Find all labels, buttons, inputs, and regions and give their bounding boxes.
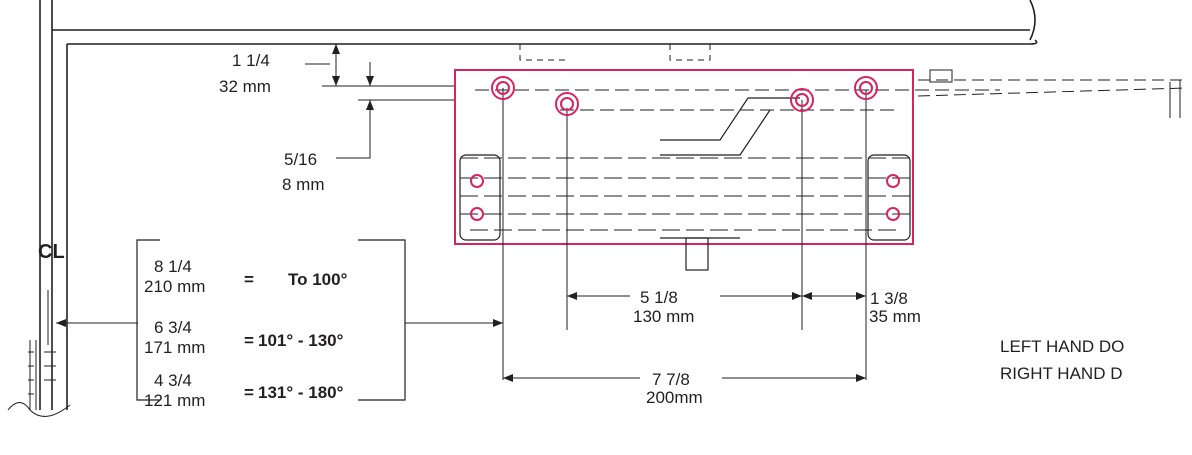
closer-outline	[454, 69, 914, 245]
hole-marker	[496, 81, 510, 95]
hole-marker	[470, 174, 484, 188]
header-edge	[67, 39, 1038, 45]
table-row-2-in: 6 3/4	[154, 318, 192, 337]
arm-fitting	[1169, 80, 1181, 118]
hole-marker	[491, 76, 515, 100]
hinge-marks	[28, 340, 56, 410]
table-row-1-mm: 210 mm	[144, 277, 205, 296]
table-bracket-right	[358, 239, 406, 401]
arm-fitting	[929, 69, 953, 83]
note-right-hand: RIGHT HAND D	[1000, 364, 1122, 383]
hole-marker	[854, 76, 878, 100]
break-line	[7, 402, 71, 417]
hole-marker	[886, 207, 900, 221]
dim-bottom-mm: 200mm	[646, 388, 703, 407]
arm-hidden	[917, 79, 1186, 97]
table-row-1-in: 8 1/4	[154, 257, 192, 276]
table-row-3-angle: 131° - 180°	[258, 383, 344, 402]
dim-top-in: 1 1/4	[232, 51, 270, 70]
table-row-2-angle: 101° - 130°	[258, 331, 344, 350]
hole-marker	[470, 207, 484, 221]
arm-outline	[660, 97, 800, 156]
dim-mid-mm: 130 mm	[633, 307, 694, 326]
hole-marker	[555, 92, 579, 116]
break-line	[1029, 0, 1036, 41]
mounting-holes	[470, 76, 900, 221]
hole-marker	[790, 88, 814, 112]
dim-line	[336, 62, 371, 159]
table-row-2-eq: =	[244, 331, 254, 350]
valve-nut	[685, 237, 709, 271]
hidden-line	[460, 157, 910, 231]
hole-marker	[795, 93, 809, 107]
hole-marker	[560, 97, 574, 111]
dim-bottom-in: 7 7/8	[652, 370, 690, 389]
end-cap-right	[867, 154, 911, 241]
table-row-1-eq: =	[244, 270, 254, 289]
dim-right-mm: 35 mm	[869, 307, 921, 326]
arrowheads	[56, 44, 866, 382]
note-left-hand: LEFT HAND DO	[1000, 337, 1124, 356]
table-row-1-angle: To 100°	[288, 270, 348, 289]
table-row-2-mm: 171 mm	[144, 338, 205, 357]
hidden-line	[475, 89, 1000, 111]
dim-mid-in: 5 1/8	[640, 288, 678, 307]
bracket-hidden	[519, 44, 711, 61]
table-row-3-in: 4 3/4	[154, 371, 192, 390]
table-bracket-left	[136, 239, 160, 401]
table-row-3-mm: 121 mm	[144, 391, 205, 410]
hole-marker	[886, 174, 900, 188]
end-cap-left	[459, 154, 501, 241]
table-row-3-eq: =	[244, 383, 254, 402]
dim-small-mm: 8 mm	[282, 175, 325, 194]
dim-small-in: 5/16	[284, 150, 317, 169]
dim-top-mm: 32 mm	[219, 77, 271, 96]
hole-marker	[859, 81, 873, 95]
centerline-symbol: CL	[38, 241, 65, 263]
dim-right-in: 1 3/8	[870, 289, 908, 308]
